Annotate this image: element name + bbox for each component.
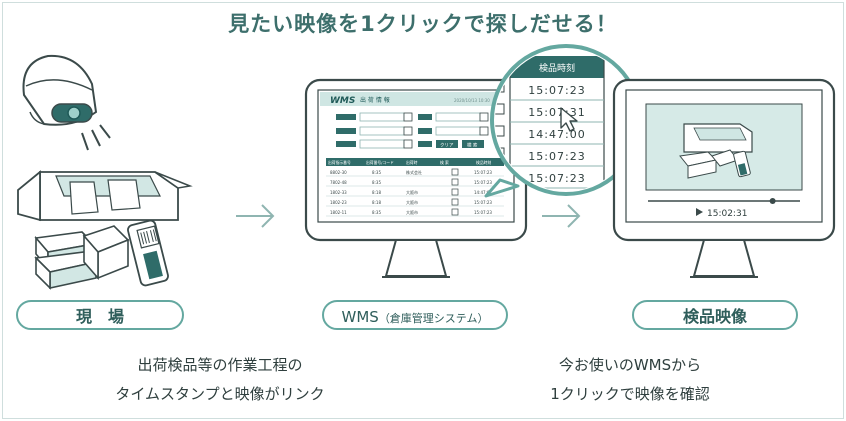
- wms-cell: 大阪市: [406, 209, 418, 215]
- wms-cell: 7802-48: [330, 180, 347, 185]
- video-progress-bar[interactable]: [648, 198, 800, 204]
- wms-table: 出荷指示番号 出荷番号/コード 出荷時 検 索 検品時刻 8802-30 8:3…: [326, 158, 504, 217]
- wms-col-header: 出荷番号/コード: [366, 160, 394, 165]
- video-player: [645, 103, 803, 191]
- wms-search-label: 検 索: [467, 142, 478, 149]
- mouse-cursor-icon: [560, 107, 578, 132]
- wms-cell: 1802-11: [330, 210, 347, 215]
- video-play-timestamp: 15:02:31: [696, 208, 747, 219]
- wms-cell: 8:18: [372, 190, 381, 195]
- stacked-packages-icon: [34, 225, 130, 290]
- wms-cell: 株式会社: [406, 169, 422, 175]
- wms-cell: 8:18: [372, 200, 381, 205]
- zoom-time: 15:07:31: [528, 106, 585, 119]
- wms-clear-label: クリア: [440, 143, 454, 149]
- wms-cell: 8:35: [372, 180, 381, 185]
- wms-header-date: 2020/10/13 10:30: [454, 98, 490, 103]
- wms-cell: 1802-33: [330, 190, 347, 195]
- camera-icon: [22, 54, 98, 126]
- zoom-header: 検品時刻: [539, 62, 575, 74]
- barcode-scanner-icon: [127, 219, 169, 287]
- wms-cell: 14:47:00: [474, 190, 492, 195]
- wms-col-header: 出荷時: [406, 160, 418, 165]
- wms-clear-button[interactable]: クリア: [436, 140, 458, 149]
- wms-cell: 15:07:23: [474, 180, 492, 185]
- wms-filter-panel: クリア 検 索: [336, 112, 489, 149]
- wms-cell: 1802-23: [330, 200, 347, 205]
- wms-cell: 15:07:23: [474, 170, 492, 175]
- wms-cell: 大阪市: [406, 199, 418, 205]
- wms-cell: 15:07:23: [474, 210, 492, 215]
- wms-cell: 8802-30: [330, 170, 347, 175]
- wms-screen-title: 出 荷 情 報: [360, 96, 390, 104]
- wms-cell: 15:07:23: [474, 200, 492, 205]
- video-timestamp: 15:02:31: [707, 209, 747, 219]
- camera-beam-lines: [81, 124, 111, 151]
- arrow-right-icon: [542, 204, 581, 228]
- zoom-time: 15:07:23: [528, 150, 585, 163]
- wms-logo: WMS: [330, 96, 355, 106]
- zoom-time: 15:07:23: [528, 84, 585, 97]
- zoom-time: 14:47:00: [528, 128, 585, 141]
- wms-cell: 大阪市: [406, 189, 418, 195]
- arrow-right-icon: [236, 204, 275, 228]
- cardboard-box-icon: [17, 170, 193, 222]
- play-icon[interactable]: [696, 208, 703, 216]
- wms-cell: 8:35: [372, 210, 381, 215]
- wms-cell: 8:35: [372, 170, 381, 175]
- wms-search-button[interactable]: 検 索: [462, 140, 484, 149]
- zoom-time: 15:07:23: [528, 172, 585, 185]
- wms-col-header: 出荷指示番号: [328, 160, 351, 165]
- wms-col-header: 検品時刻: [476, 160, 491, 165]
- wms-col-header: 検 索: [440, 160, 449, 165]
- wms-screen: WMS 出 荷 情 報 2020/10/13 10:30 クリア: [320, 92, 512, 217]
